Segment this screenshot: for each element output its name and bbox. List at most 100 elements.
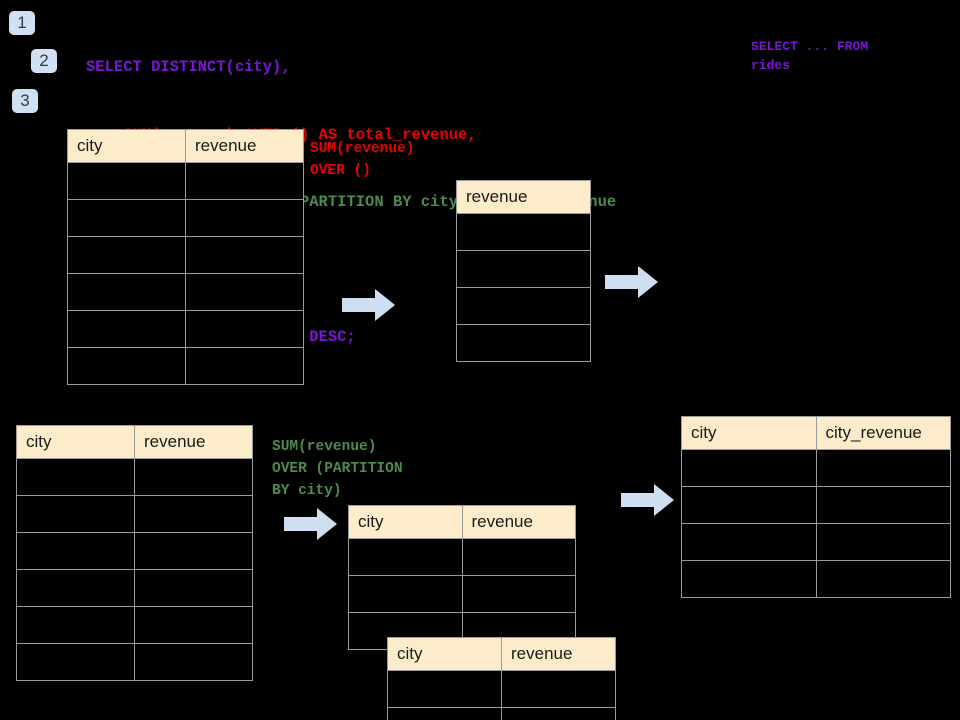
table-cell <box>134 458 253 496</box>
table-cell <box>348 575 463 613</box>
table-row <box>67 236 304 274</box>
table-cell <box>501 670 616 708</box>
table-cell <box>387 707 502 720</box>
table-row <box>67 310 304 348</box>
table-cell <box>815 523 951 561</box>
table-cell <box>681 523 817 561</box>
table-row <box>16 569 253 607</box>
table-cell <box>815 486 951 524</box>
table-cell <box>16 458 135 496</box>
table-cell <box>185 310 304 348</box>
table-cell <box>185 199 304 237</box>
table-cell <box>67 162 186 200</box>
table-header-row: revenue <box>456 180 591 214</box>
table-cell <box>681 449 817 487</box>
annotation-sum-over-partition: SUM(revenue) OVER (PARTITION BY city) <box>272 439 403 499</box>
table-cell <box>461 575 576 613</box>
table-header-row: city revenue <box>67 129 304 163</box>
table-header-row: city revenue <box>16 425 253 459</box>
table-row <box>67 199 304 237</box>
flow-arrow-icon <box>605 266 658 298</box>
table-header-row: city city_revenue <box>681 416 951 450</box>
column-header-city-revenue: city_revenue <box>815 416 951 450</box>
flow-arrow-icon <box>342 289 395 321</box>
step-badge-3: 3 <box>12 89 38 113</box>
table-row <box>456 213 591 251</box>
annotation-select-from-rides: SELECT ... FROM rides <box>751 39 869 73</box>
table-row <box>456 287 591 325</box>
table-row <box>348 575 576 613</box>
table-cell <box>461 538 576 576</box>
column-header-revenue: revenue <box>456 180 591 214</box>
table-cell <box>67 236 186 274</box>
column-header-city: city <box>681 416 817 450</box>
table-cell <box>134 532 253 570</box>
table-row <box>681 560 951 598</box>
table-row <box>16 532 253 570</box>
column-header-revenue: revenue <box>134 425 253 459</box>
table-cell <box>16 569 135 607</box>
table-cell <box>67 273 186 311</box>
column-header-revenue: revenue <box>185 129 304 163</box>
table-row <box>681 486 951 524</box>
table-rides-source: city revenue <box>67 129 304 385</box>
column-header-city: city <box>387 637 502 671</box>
column-header-city: city <box>16 425 135 459</box>
table-row <box>456 250 591 288</box>
table-cell <box>134 643 253 681</box>
table-cell <box>134 569 253 607</box>
table-cell <box>185 347 304 385</box>
table-rides-source-lower: city revenue <box>16 425 253 681</box>
table-row <box>67 347 304 385</box>
table-partition-group-b: city revenue <box>387 637 616 720</box>
table-cell <box>456 213 591 251</box>
table-row <box>387 670 616 708</box>
table-row <box>67 162 304 200</box>
table-cell <box>815 449 951 487</box>
table-row <box>681 523 951 561</box>
table-cell <box>387 670 502 708</box>
table-row <box>16 495 253 533</box>
step-badge-1: 1 <box>9 11 35 35</box>
table-total-revenue: revenue <box>456 180 591 362</box>
table-row <box>16 643 253 681</box>
table-city-revenue-result: city city_revenue <box>681 416 951 598</box>
table-cell <box>67 310 186 348</box>
table-row <box>681 449 951 487</box>
flow-arrow-icon <box>621 484 674 516</box>
table-row <box>348 538 576 576</box>
column-header-city: city <box>348 505 463 539</box>
annotation-sum-over-empty: SUM(revenue) OVER () <box>310 141 415 179</box>
table-cell <box>815 560 951 598</box>
table-row <box>456 324 591 362</box>
table-cell <box>16 643 135 681</box>
table-cell <box>681 560 817 598</box>
flow-arrow-icon <box>284 508 337 540</box>
table-cell <box>501 707 616 720</box>
table-cell <box>16 606 135 644</box>
table-row <box>387 707 616 720</box>
column-header-revenue: revenue <box>461 505 576 539</box>
table-partition-group-a: city revenue <box>348 505 576 650</box>
table-cell <box>456 250 591 288</box>
step-badge-2: 2 <box>31 49 57 73</box>
table-cell <box>16 532 135 570</box>
table-row <box>67 273 304 311</box>
table-cell <box>16 495 135 533</box>
table-cell <box>348 538 463 576</box>
table-header-row: city revenue <box>387 637 616 671</box>
table-cell <box>134 606 253 644</box>
table-cell <box>681 486 817 524</box>
column-header-revenue: revenue <box>501 637 616 671</box>
table-cell <box>185 273 304 311</box>
sql-line-select: SELECT DISTINCT(city), <box>86 58 291 76</box>
table-cell <box>185 236 304 274</box>
table-cell <box>67 199 186 237</box>
column-header-city: city <box>67 129 186 163</box>
table-cell <box>456 287 591 325</box>
table-header-row: city revenue <box>348 505 576 539</box>
table-cell <box>185 162 304 200</box>
table-row <box>16 606 253 644</box>
table-cell <box>134 495 253 533</box>
